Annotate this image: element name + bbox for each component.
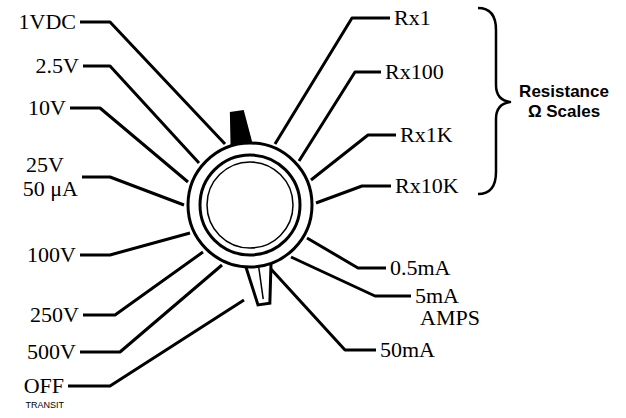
knob-rim xyxy=(188,143,312,267)
leader-line xyxy=(82,177,184,205)
range-label: 1VDC xyxy=(19,10,76,34)
leader-line xyxy=(316,186,391,203)
range-label: 25V xyxy=(26,153,64,177)
range-label: OFF xyxy=(24,374,64,398)
range-label: 50mA xyxy=(380,338,435,362)
range-label: 250V xyxy=(30,303,79,327)
range-label: TRANSIT xyxy=(25,400,64,410)
range-label: 10V xyxy=(28,96,66,120)
leader-line xyxy=(307,238,386,268)
leader-line xyxy=(80,22,225,144)
bracket xyxy=(478,8,510,194)
range-label: Rx1 xyxy=(394,6,431,30)
leader-line xyxy=(83,66,199,163)
range-label: 0.5mA xyxy=(390,256,451,280)
leader-line xyxy=(270,268,376,350)
range-label: 5mA xyxy=(415,284,459,308)
range-label: Rx1K xyxy=(400,123,453,147)
leader-line xyxy=(68,300,244,386)
range-label: 500V xyxy=(27,340,76,364)
range-label: 100V xyxy=(27,243,76,267)
leader-line xyxy=(70,108,188,182)
knob-face xyxy=(207,162,293,248)
leader-line xyxy=(299,72,381,161)
range-label: 2.5V xyxy=(36,54,79,78)
leader-line xyxy=(311,135,396,180)
bracket-label: Resistance Ω Scales xyxy=(516,82,612,122)
leader-line xyxy=(275,18,390,144)
knob-ring xyxy=(200,155,300,255)
leader-line xyxy=(83,252,203,315)
leader-line xyxy=(80,265,222,352)
range-label: Rx100 xyxy=(385,60,444,84)
range-label: 50 μA xyxy=(23,177,78,201)
leader-line xyxy=(80,233,190,255)
range-label: AMPS xyxy=(420,306,480,330)
range-label: Rx10K xyxy=(395,174,459,198)
